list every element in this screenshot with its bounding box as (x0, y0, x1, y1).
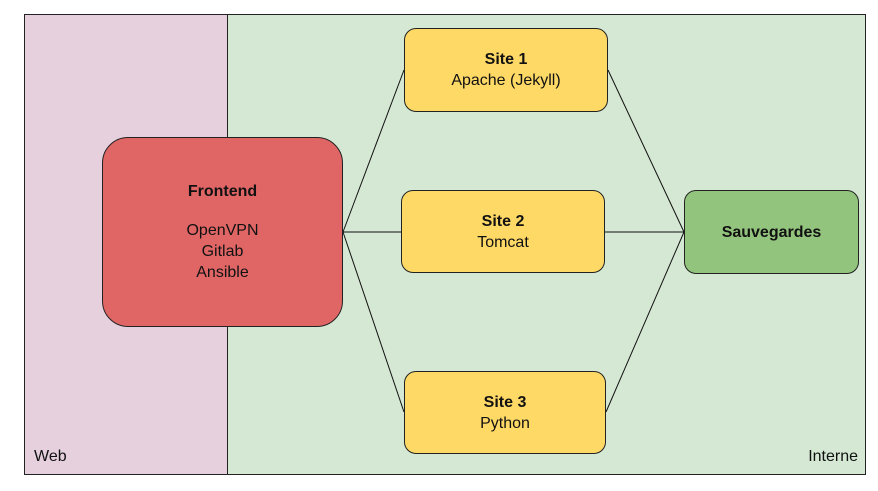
node-frontend[interactable]: Frontend OpenVPN Gitlab Ansible (102, 137, 343, 327)
edge-frontend-site1 (342, 69, 405, 233)
node-site2[interactable]: Site 2 Tomcat (401, 190, 605, 273)
frontend-title: Frontend (187, 183, 258, 200)
node-site3[interactable]: Site 3 Python (404, 371, 606, 454)
edge-site1-sauvegardes (607, 69, 685, 233)
node-sauvegardes[interactable]: Sauvegardes (684, 190, 859, 274)
sauvegardes-title: Sauvegardes (721, 223, 822, 241)
frontend-line-gitlab: Gitlab (201, 243, 244, 260)
node-site1[interactable]: Site 1 Apache (Jekyll) (404, 28, 608, 112)
frontend-line-openvpn: OpenVPN (186, 222, 259, 239)
site1-subtitle: Apache (Jekyll) (451, 72, 561, 89)
site3-subtitle: Python (480, 414, 530, 432)
edge-frontend-site3 (342, 231, 405, 413)
zone-interne-label: Interne (808, 448, 858, 465)
site1-title: Site 1 (484, 51, 528, 68)
edge-site3-sauvegardes (605, 231, 685, 413)
site2-subtitle: Tomcat (477, 233, 529, 251)
site2-title: Site 2 (481, 212, 525, 230)
zone-web-label: Web (34, 448, 67, 465)
frontend-line-ansible: Ansible (196, 264, 249, 281)
site3-title: Site 3 (483, 393, 527, 411)
